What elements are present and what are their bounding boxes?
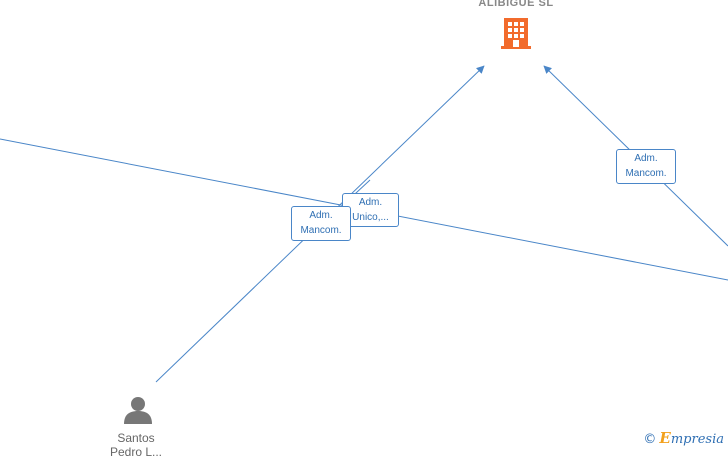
edge-label-line1: Adm. [358,197,383,208]
person-icon[interactable] [124,397,152,424]
brand-name: mpresia [670,432,724,447]
person-label[interactable]: Santos Pedro L... [96,431,176,459]
edge-label-line2: Mancom. [300,225,342,236]
edge-label-right-company[interactable]: Adm. Mancom. [616,149,676,184]
edge-label-line1: Adm. [634,153,658,164]
copyright-symbol: © [643,432,657,447]
person-label-line2: Pedro L... [109,445,163,459]
edge-label-person-company[interactable]: Adm. Mancom. [291,206,351,241]
building-icon[interactable] [501,18,531,49]
edge-label-line1: Adm. [309,210,333,221]
person-label-line1: Santos [117,431,155,445]
company-label[interactable]: ALIBIGUE SL [478,0,554,9]
edge-label-line2: Unico,... [352,212,389,223]
edge-label-line2: Mancom. [625,168,667,179]
brand-initial: E [659,429,671,447]
empresia-watermark: ©Empresia [643,429,724,447]
